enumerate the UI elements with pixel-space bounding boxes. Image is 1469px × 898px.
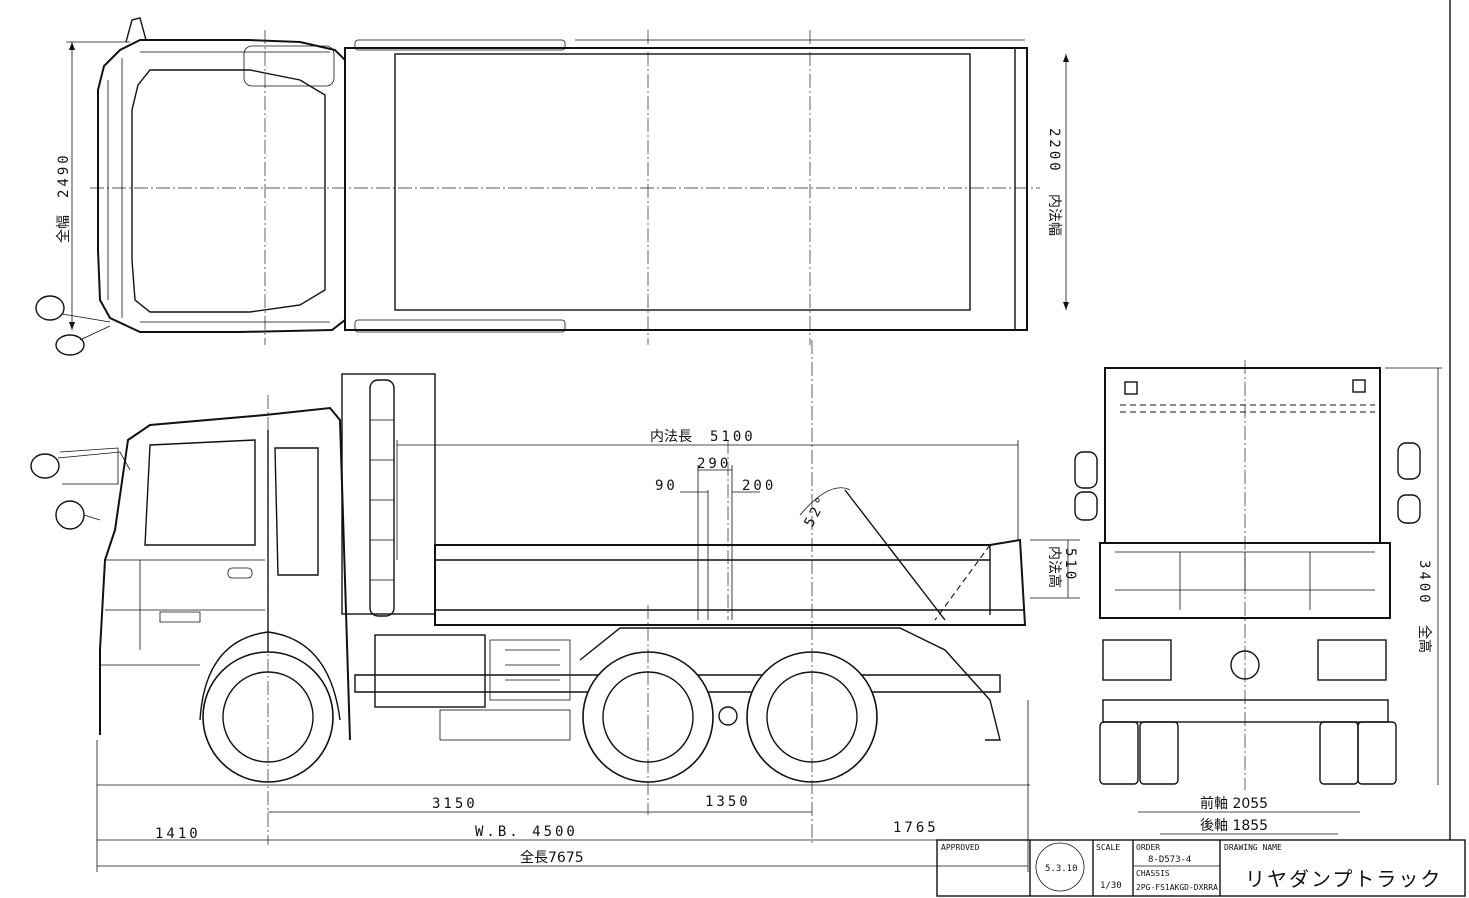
side-hub xyxy=(718,706,738,726)
chassis-value: 2PG-FS1AKGD-DXRRA xyxy=(1136,883,1218,892)
dim-overall-length: 全長7675 xyxy=(520,849,584,866)
plan-cab-roof xyxy=(131,69,326,313)
dimension-chain: 3150 1350 1410 W.B. 4500 1765 全長7675 xyxy=(96,700,1029,872)
side-bed-outline xyxy=(434,538,1027,626)
plan-view: 全幅 2490 2200 内法幅 xyxy=(35,17,1069,356)
tilt-angle-arc xyxy=(799,487,851,516)
rear-cab-guard xyxy=(1104,367,1381,544)
side-tilt-line xyxy=(844,489,946,621)
inner-height-label: 内法高 xyxy=(1046,546,1063,588)
side-mirror-upper xyxy=(30,453,60,479)
plan-mirror-left-lower xyxy=(55,334,85,356)
inner-width-label: 内法幅 xyxy=(1046,194,1062,236)
side-ladder-rungs xyxy=(370,419,394,581)
rear-tire-l2 xyxy=(1139,721,1179,785)
rear-tire-r1 xyxy=(1319,721,1359,785)
plan-bed-floor xyxy=(394,53,971,311)
side-box xyxy=(439,709,571,741)
overall-width-value: 2490 xyxy=(56,152,72,198)
title-block-frame xyxy=(936,839,1466,897)
inner-length-value: 5100 xyxy=(710,429,756,445)
rear-mirror-l1 xyxy=(1074,451,1098,489)
order-label: ORDER xyxy=(1136,843,1160,852)
side-valve-block xyxy=(489,639,571,701)
plan-cab-inner xyxy=(107,51,330,323)
rear-lamp-right xyxy=(1317,639,1387,681)
plan-bed-outline xyxy=(344,47,1028,331)
dim-1350: 1350 xyxy=(705,794,751,810)
side-cab-outline xyxy=(99,406,351,741)
side-fuel-tank xyxy=(374,634,486,708)
side-view: 内法長 5100 290 90 200 52° 内法高 510 3150 xyxy=(30,340,1080,872)
overall-width-label: 全幅 xyxy=(55,215,72,243)
side-mirror-housing xyxy=(59,447,119,485)
rear-marker-left xyxy=(1124,381,1138,395)
stamp-text: 5.3.10 xyxy=(1045,864,1078,874)
rear-lamp-left xyxy=(1102,639,1172,681)
side-mirror-arms xyxy=(57,451,131,521)
side-cab-windshield xyxy=(144,439,256,546)
rear-marker-right xyxy=(1352,379,1366,393)
side-cab-panels xyxy=(100,559,265,666)
inner-width-value: 2200 xyxy=(1046,128,1062,174)
front-track: 前軸 2055 xyxy=(1200,795,1268,812)
plan-cab-outline xyxy=(97,39,346,333)
dim-3150: 3150 xyxy=(432,796,478,812)
plan-side-rail-top xyxy=(354,39,566,51)
plan-roof-visor xyxy=(243,45,335,87)
side-mirror-lower xyxy=(55,500,85,530)
rear-track: 後軸 1855 xyxy=(1200,818,1268,834)
side-cab-window xyxy=(274,447,319,576)
dim-1765: 1765 xyxy=(893,820,939,836)
side-ladder xyxy=(369,379,395,617)
overall-height-value: 3400 xyxy=(1416,560,1432,606)
inner-length-label: 内法長 xyxy=(650,429,692,445)
side-tilt-dash-1 xyxy=(934,544,991,621)
rear-mirror-l2 xyxy=(1074,491,1098,521)
rear-bumper xyxy=(1102,699,1389,723)
plan-mirror-left xyxy=(35,295,65,321)
approved-label: APPROVED xyxy=(941,843,980,852)
dim-200-value: 200 xyxy=(742,478,776,494)
title-block: APPROVED 5.3.10 SCALE 1/30 ORDER 8-D573-… xyxy=(936,839,1466,897)
rear-mirror-r2 xyxy=(1397,494,1421,524)
scale-label: SCALE xyxy=(1096,843,1120,852)
side-cab-guard xyxy=(341,373,436,615)
plan-mirror-arm xyxy=(61,313,111,341)
drawing-name-label: DRAWING NAME xyxy=(1224,843,1282,852)
scale-value: 1/30 xyxy=(1100,881,1122,891)
dim-wheelbase: W.B. 4500 xyxy=(475,824,578,840)
plan-side-rail-bottom xyxy=(354,319,566,333)
plan-mirror-top xyxy=(125,17,147,43)
dim-90-value: 90 xyxy=(655,478,678,494)
rear-tire-l1 xyxy=(1099,721,1139,785)
dim-1410: 1410 xyxy=(155,826,201,842)
inner-height-value: 510 xyxy=(1062,548,1078,582)
chassis-label: CHASSIS xyxy=(1136,869,1170,878)
side-door-handle xyxy=(227,567,253,579)
overall-height-label: 全高 xyxy=(1416,625,1433,653)
rear-view: 3400 全高 前軸 2055 後軸 1855 xyxy=(1074,360,1442,835)
rear-mirror-r1 xyxy=(1397,442,1421,480)
order-value: 8-D573-4 xyxy=(1148,855,1191,865)
drawing-name: リヤダンプトラック xyxy=(1245,867,1442,891)
tilt-angle-value: 52° xyxy=(801,492,831,530)
dim-290-value: 290 xyxy=(697,456,731,472)
approval-stamp xyxy=(1035,842,1085,892)
side-subframe xyxy=(579,627,1001,741)
rear-tire-r2 xyxy=(1357,721,1397,785)
